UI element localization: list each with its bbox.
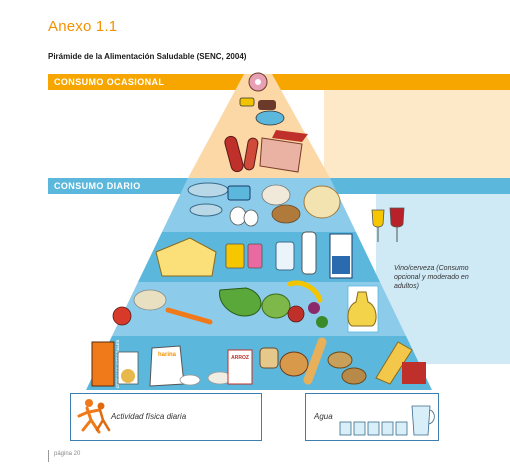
activity-box: Actividad física diaria: [70, 393, 262, 441]
yogurt-pink-icon: [247, 243, 263, 269]
food-pyramid: CEREALES INTEGRALES harina ARROZ: [86, 72, 432, 390]
cheese-icon: [155, 237, 217, 277]
sweets-icon: [239, 72, 285, 126]
flour-bag-icon: harina: [149, 345, 201, 387]
milk-bottle-icon: [301, 231, 317, 275]
vegetables-icon: [112, 287, 291, 326]
cereals-label: CEREALES INTEGRALES: [115, 339, 120, 388]
rice-box-icon: ARROZ: [207, 349, 253, 385]
fish-icon: [187, 182, 229, 217]
water-box: Agua: [305, 393, 439, 441]
flour-label: harina: [158, 352, 177, 358]
band-consumo-ocasional: CONSUMO OCASIONAL: [48, 74, 510, 90]
milk-glass-icon: [275, 241, 295, 271]
page-number: página 20: [54, 451, 81, 457]
activity-label: Actividad física diaria: [111, 412, 187, 421]
olive-oil-icon: [347, 285, 379, 333]
runner-icon: [77, 399, 111, 434]
pyramid-subtitle: Pirámide de la Alimentación Saludable (S…: [48, 52, 247, 61]
bread-icon: [259, 337, 327, 385]
potatoes-icon: [327, 351, 367, 385]
water-glasses-icon: [339, 405, 435, 436]
cereal-box-icon: CEREALES INTEGRALES: [91, 339, 139, 388]
footer-divider: [48, 450, 49, 462]
can-icon: [227, 185, 251, 201]
occasional-panel: [324, 90, 510, 178]
pasta-icon: [375, 341, 426, 385]
sausage-icon: [224, 130, 308, 173]
annex-title: Anexo 1.1: [48, 18, 118, 35]
water-label: Agua: [314, 412, 333, 421]
fruits-icon: [287, 280, 328, 328]
wine-beer-icon: [368, 206, 408, 248]
legumes-icon: [261, 184, 301, 224]
eggs-icon: [229, 206, 259, 227]
yogurt-icon: [225, 243, 245, 269]
wine-beer-note: Vino/cerveza (Consumo opcional y moderad…: [394, 265, 469, 290]
rice-label: ARROZ: [231, 355, 249, 361]
chicken-icon: [303, 185, 341, 219]
